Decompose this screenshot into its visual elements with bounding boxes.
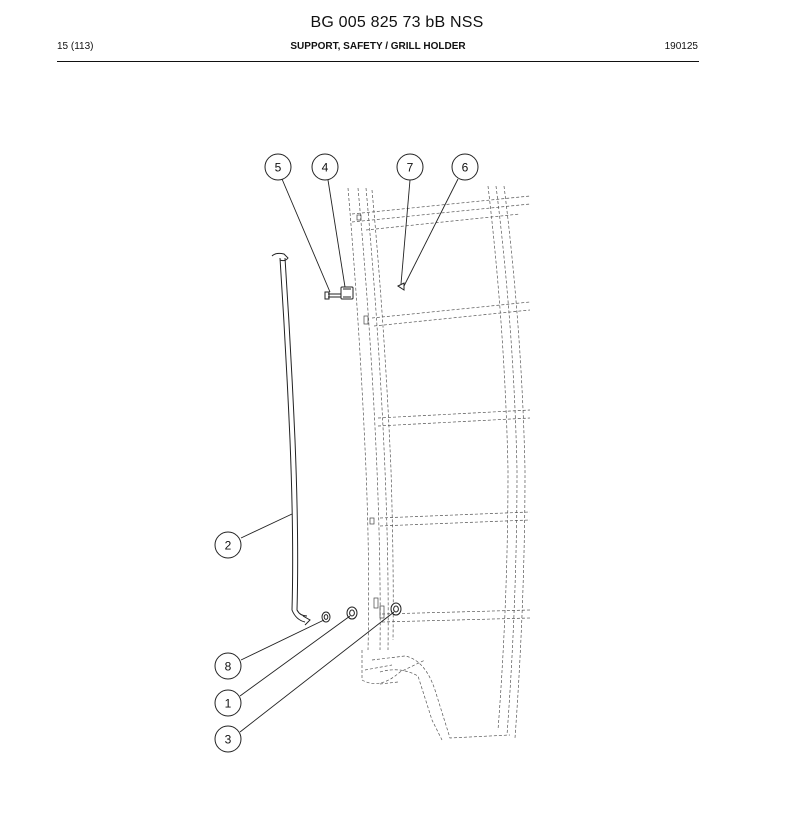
clip <box>397 282 405 291</box>
callout-8: 8 <box>214 652 242 680</box>
svg-text:1: 1 <box>225 697 232 711</box>
grill-frame <box>347 185 531 741</box>
svg-text:2: 2 <box>225 539 232 553</box>
support-rod <box>271 252 311 626</box>
washer <box>321 611 331 623</box>
grill-holder <box>340 286 354 300</box>
callout-2: 2 <box>214 531 242 559</box>
svg-text:4: 4 <box>322 161 329 175</box>
document-code: 190125 <box>664 41 698 52</box>
section-title: SUPPORT, SAFETY / GRILL HOLDER <box>290 41 466 52</box>
callout-1: 1 <box>214 689 242 717</box>
callout-7: 7 <box>396 153 424 181</box>
screw <box>324 291 341 300</box>
frame-tabs <box>356 214 385 619</box>
document-title: BG 005 825 73 bB NSS <box>310 14 484 31</box>
callout-6: 6 <box>451 153 479 181</box>
callout-3: 3 <box>214 725 242 753</box>
callout-5: 5 <box>264 153 292 181</box>
page-number: 15 (113) <box>57 41 94 52</box>
svg-text:5: 5 <box>275 161 282 175</box>
header-rule <box>57 61 699 62</box>
leader-lines <box>239 178 459 733</box>
svg-text:3: 3 <box>225 733 232 747</box>
svg-text:6: 6 <box>462 161 469 175</box>
svg-text:7: 7 <box>407 161 414 175</box>
svg-text:8: 8 <box>225 660 232 674</box>
callout-4: 4 <box>311 153 339 181</box>
lock-nut <box>390 602 402 616</box>
nut <box>346 606 358 620</box>
